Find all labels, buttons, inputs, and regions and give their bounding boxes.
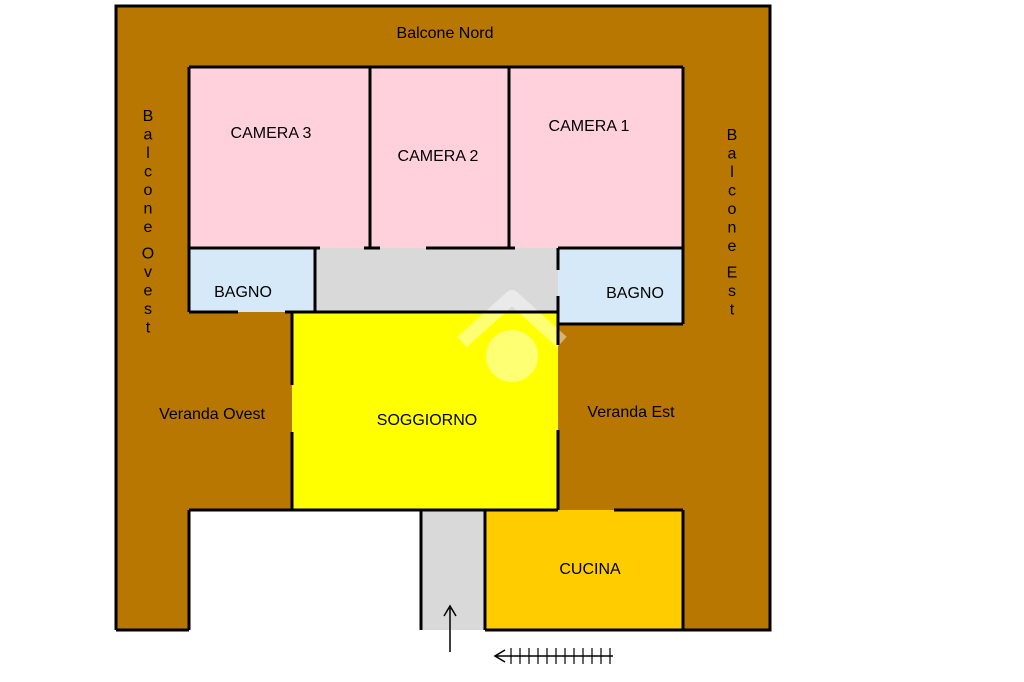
watermark-logo-icon	[457, 290, 567, 382]
label-soggiorno: SOGGIORNO	[377, 412, 477, 429]
label-bagno-ovest: BAGNO	[214, 284, 272, 301]
corridor-upper	[315, 248, 558, 312]
room-bagno-ovest	[189, 248, 315, 312]
outdoor-cutout	[189, 510, 421, 634]
label-camera-2: CAMERA 2	[398, 148, 479, 165]
room-cucina	[485, 510, 683, 630]
room-bagno-est	[558, 248, 683, 324]
access-arrow-icon	[493, 648, 613, 664]
room-camera-1	[509, 67, 683, 248]
label-veranda-ovest: Veranda Ovest	[159, 406, 265, 423]
label-camera-1: CAMERA 1	[549, 118, 630, 135]
room-camera-3	[189, 67, 370, 248]
room-camera-2	[370, 67, 509, 248]
label-cucina: CUCINA	[559, 561, 621, 578]
label-veranda-est: Veranda Est	[587, 404, 675, 421]
entrance-arrow-icon	[443, 604, 457, 652]
label-bagno-est: BAGNO	[606, 285, 664, 302]
walls	[114, 4, 772, 632]
label-balcone-nord: Balcone Nord	[397, 25, 494, 42]
label-camera-3: CAMERA 3	[231, 125, 312, 142]
room-soggiorno	[292, 312, 558, 510]
